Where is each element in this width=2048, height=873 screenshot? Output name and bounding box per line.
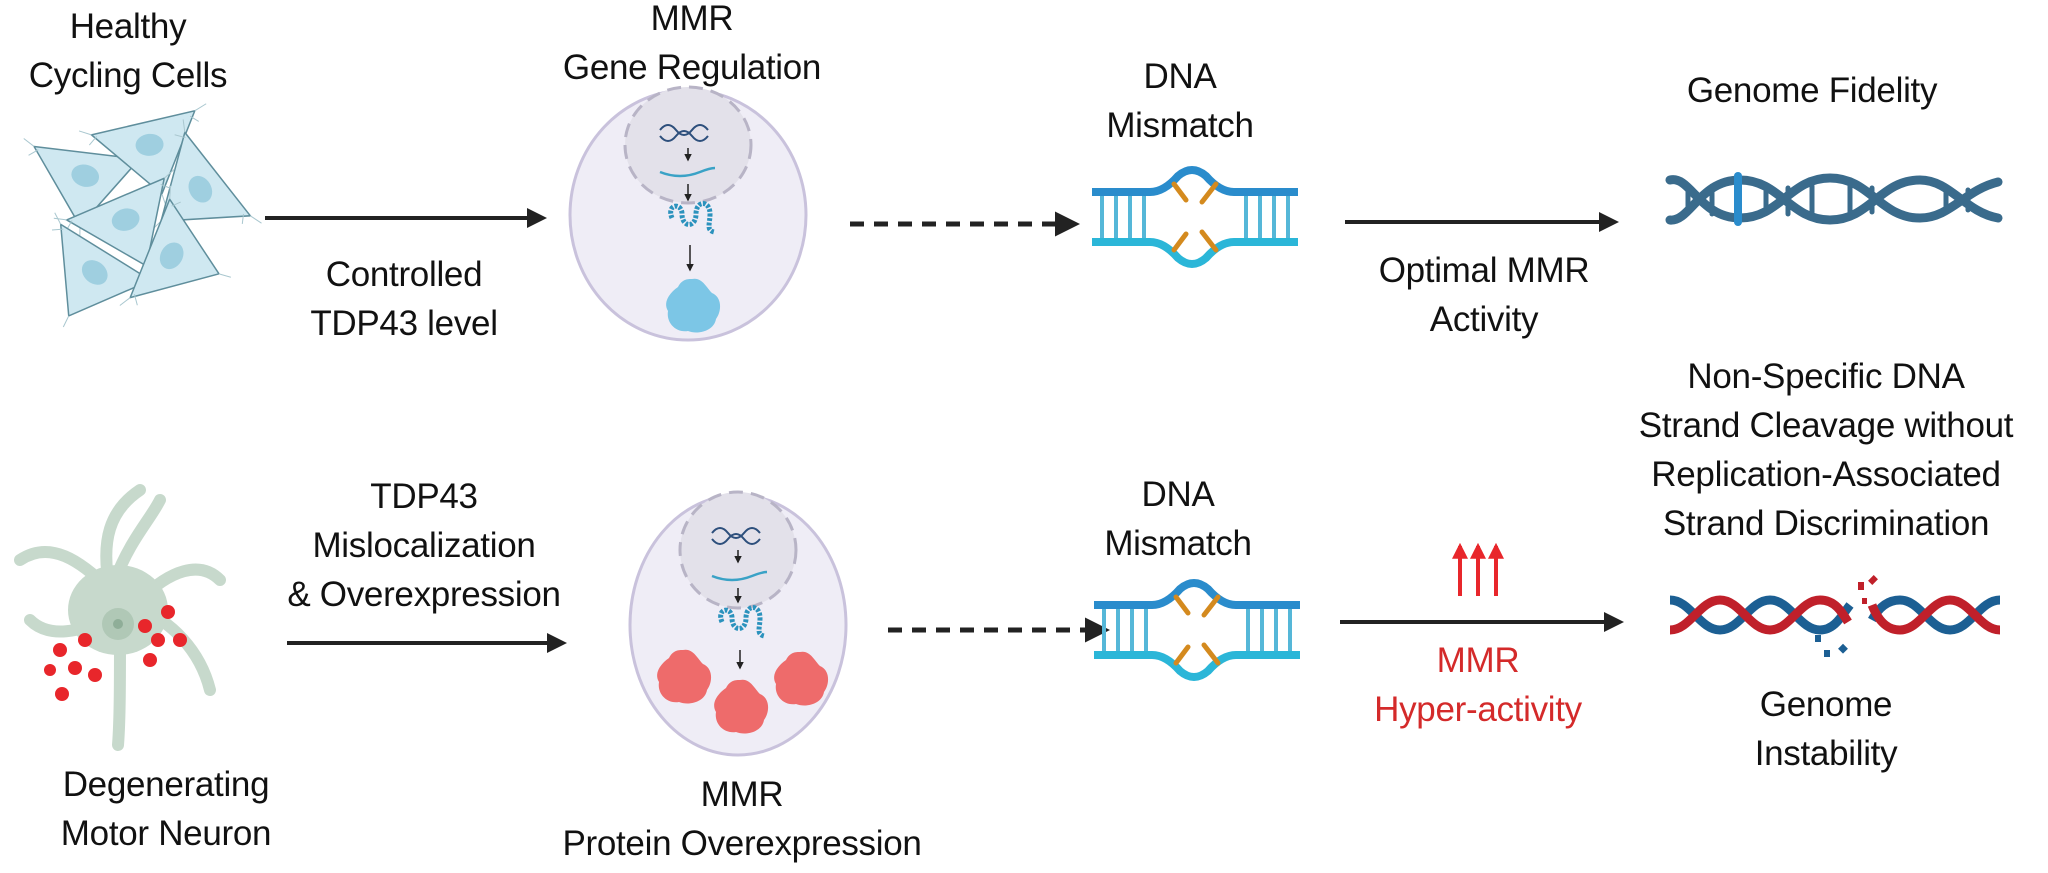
mrna-icon [711, 570, 768, 582]
label-line: TDP43 level [310, 304, 498, 343]
label-optimal-mmr-activity: Optimal MMR Activity [1379, 246, 1590, 344]
label-line: Hyper-activity [1374, 690, 1582, 729]
label-line: TDP43 [370, 477, 478, 516]
cell-protein-overexpression-icon [628, 490, 848, 757]
label-line: Mismatch [1104, 524, 1252, 563]
broken-dna-helix-icon [1669, 575, 2001, 657]
label-line: Strand Discrimination [1662, 504, 1990, 543]
label-mmr-protein-overexpression: MMR Protein Overexpression [562, 770, 921, 868]
label-line: Controlled [325, 255, 483, 294]
label-line: Protein Overexpression [562, 824, 922, 863]
label-mmr-hyperactivity: MMR Hyper-activity [1374, 636, 1582, 734]
label-tdp43-mislocalization: TDP43 Mislocalization & Overexpression [287, 472, 561, 619]
label-mmr-gene-regulation: MMR Gene Regulation [562, 0, 822, 92]
label-line: Replication-Associated [1651, 455, 2001, 494]
label-line: Non-Specific DNA [1687, 357, 1965, 396]
polypeptide-icon [668, 201, 715, 235]
label-line: & Overexpression [287, 575, 561, 614]
label-dna-mismatch-top: DNA Mismatch [1106, 52, 1254, 150]
label-line: Genome [1759, 685, 1893, 724]
triple-up-arrow-icon [1452, 542, 1504, 596]
label-genome-instability: Genome Instability [1755, 680, 1898, 778]
label-degenerating-motor-neuron: Degenerating Motor Neuron [60, 760, 272, 858]
label-line: Cycling Cells [28, 56, 228, 95]
motor-neuron-icon [14, 484, 226, 751]
label-line: MMR [1436, 641, 1520, 680]
dna-icon [659, 124, 709, 142]
label-line: Mislocalization [312, 526, 536, 565]
label-line: Degenerating [62, 765, 270, 804]
label-line: Activity [1429, 300, 1539, 339]
cycling-cells-icon [1, 103, 263, 360]
cell-gene-expression-icon [568, 85, 808, 342]
dna-icon [711, 527, 761, 545]
label-healthy-cycling-cells: Healthy Cycling Cells [28, 2, 228, 100]
intact-dna-helix-icon [1665, 172, 2003, 226]
label-line: Motor Neuron [60, 814, 272, 853]
label-line: DNA [1143, 57, 1217, 96]
polypeptide-icon [718, 605, 765, 639]
label-line: Genome Fidelity [1686, 71, 1938, 110]
label-genome-fidelity: Genome Fidelity [1686, 66, 1938, 115]
label-dna-mismatch-bottom: DNA Mismatch [1104, 470, 1252, 568]
mrna-icon [659, 166, 716, 178]
label-line: Healthy [69, 7, 187, 46]
label-controlled-tdp43: Controlled TDP43 level [310, 250, 498, 348]
label-line: Instability [1754, 734, 1898, 773]
label-line: Optimal MMR [1378, 251, 1590, 290]
dna-mismatch-icon-top [1092, 166, 1298, 268]
dna-mismatch-icon-bottom [1094, 579, 1300, 681]
label-line: DNA [1141, 475, 1215, 514]
label-line: MMR [650, 0, 734, 38]
label-nonspecific-cleavage: Non-Specific DNA Strand Cleavage without… [1638, 352, 2014, 548]
label-line: Mismatch [1106, 106, 1254, 145]
label-line: Strand Cleavage without [1638, 406, 2014, 445]
label-line: MMR [700, 775, 784, 814]
label-line: Gene Regulation [562, 48, 822, 87]
